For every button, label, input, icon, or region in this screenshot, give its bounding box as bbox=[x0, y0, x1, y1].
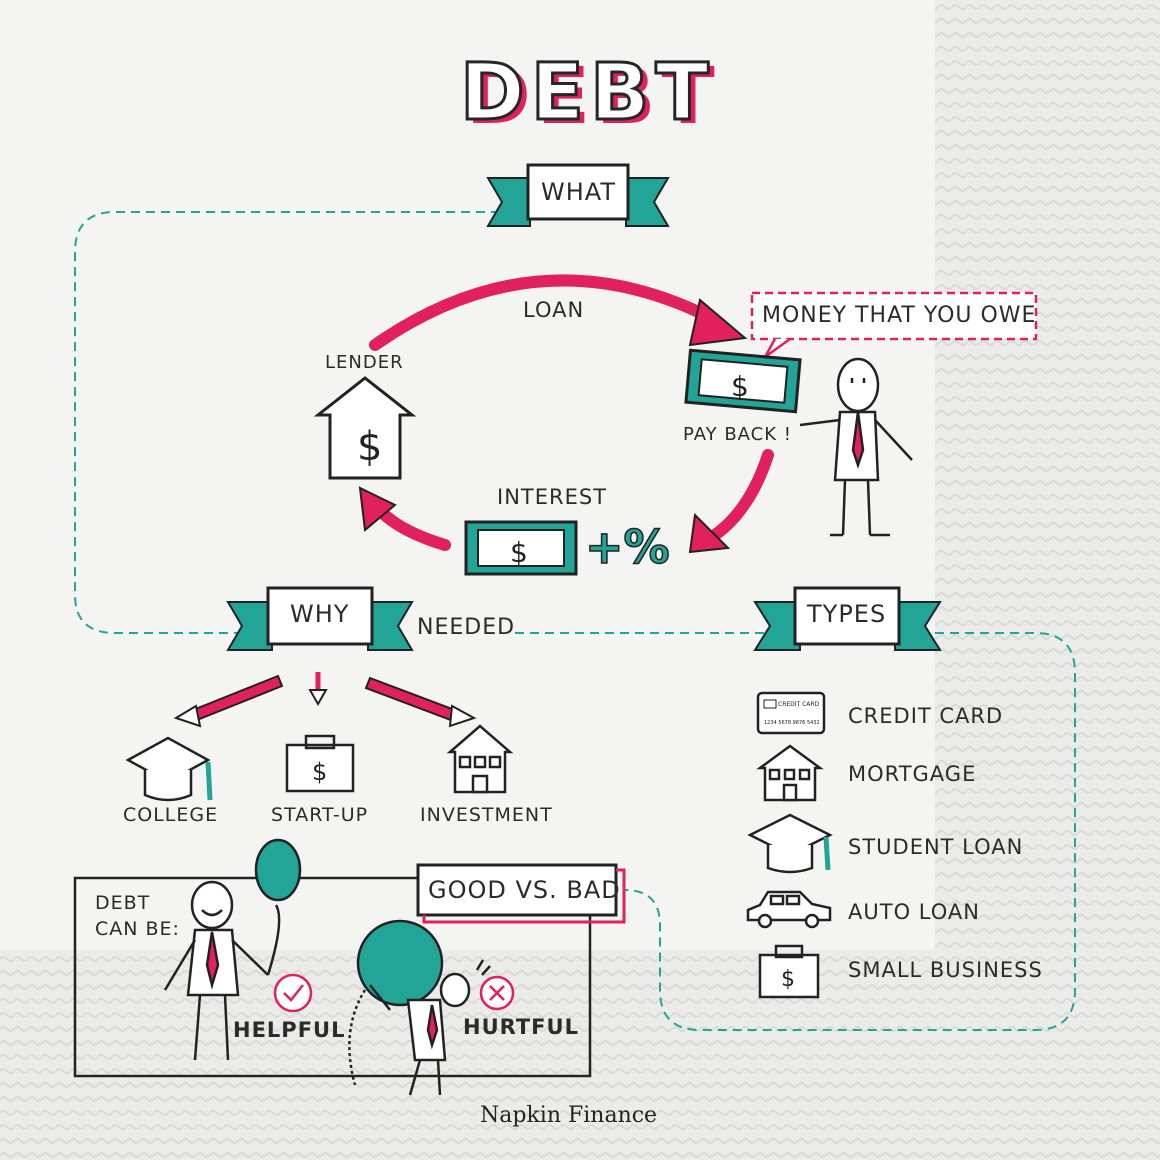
graduation-cap-icon bbox=[125, 736, 213, 802]
interest-bill-icon: $ bbox=[464, 520, 578, 576]
dollar-bill-icon: $ bbox=[684, 348, 802, 414]
why-item-investment: INVESTMENT bbox=[420, 804, 553, 826]
pay-back-label: PAY BACK ! bbox=[683, 424, 792, 445]
borrower-figure bbox=[799, 357, 913, 537]
small-business-briefcase-icon: $ bbox=[758, 944, 820, 999]
svg-text:CREDIT CARD: CREDIT CARD bbox=[778, 701, 820, 708]
what-banner bbox=[486, 163, 670, 227]
car-icon bbox=[746, 890, 832, 929]
money-owe-label: MONEY THAT YOU OWE bbox=[762, 303, 1037, 328]
type-credit-card: CREDIT CARD bbox=[848, 704, 1004, 728]
balloon-icon bbox=[254, 838, 302, 902]
dashed-connector-types bbox=[515, 632, 1076, 1031]
svg-text:$: $ bbox=[510, 536, 528, 569]
check-icon bbox=[273, 973, 313, 1013]
debt-can-be-frame bbox=[73, 876, 592, 1078]
why-item-startup: START-UP bbox=[271, 804, 369, 826]
investment-house-icon bbox=[446, 724, 514, 794]
lender-label: LENDER bbox=[325, 352, 404, 373]
loan-arrow bbox=[369, 274, 721, 351]
why-item-college: COLLEGE bbox=[123, 804, 219, 826]
happy-figure bbox=[163, 880, 281, 1061]
type-mortgage: MORTGAGE bbox=[848, 762, 977, 786]
loan-label: LOAN bbox=[523, 298, 585, 322]
why-label: WHY bbox=[290, 600, 350, 628]
lender-house-icon: $ bbox=[313, 376, 417, 480]
why-banner bbox=[226, 586, 414, 651]
helpful-label: HELPFUL bbox=[233, 1018, 346, 1042]
svg-text:$: $ bbox=[781, 967, 795, 992]
briefcase-icon: $ bbox=[285, 734, 355, 793]
svg-text:$: $ bbox=[357, 424, 382, 470]
debt-can-be-line2: CAN BE: bbox=[95, 918, 180, 940]
mortgage-house-icon bbox=[756, 744, 824, 802]
student-loan-cap-icon bbox=[747, 813, 833, 874]
types-banner bbox=[753, 586, 942, 651]
why-arrows bbox=[173, 672, 477, 728]
type-auto-loan: AUTO LOAN bbox=[848, 900, 980, 924]
dashed-connector-what bbox=[74, 211, 500, 634]
needed-label: NEEDED bbox=[417, 615, 516, 640]
pay-back-arrow bbox=[709, 449, 774, 541]
hurtful-label: HURTFUL bbox=[463, 1015, 579, 1039]
debt-can-be-line1: DEBT bbox=[95, 892, 151, 914]
svg-text:$: $ bbox=[312, 758, 327, 786]
money-owe-box bbox=[750, 291, 1038, 341]
svg-text:$: $ bbox=[731, 370, 749, 403]
svg-text:1234 5678 9876 5432: 1234 5678 9876 5432 bbox=[764, 720, 820, 726]
debt-ball-icon bbox=[356, 919, 444, 1007]
burdened-figure bbox=[348, 919, 491, 1096]
types-label: TYPES bbox=[807, 600, 887, 628]
what-label: WHAT bbox=[541, 178, 616, 206]
good-vs-bad-label: GOOD VS. BAD bbox=[428, 876, 621, 904]
good-vs-bad-box bbox=[416, 863, 618, 917]
credit-card-icon: CREDIT CARD 1234 5678 9876 5432 bbox=[756, 691, 826, 735]
type-student-loan: STUDENT LOAN bbox=[848, 835, 1024, 859]
type-small-business: SMALL BUSINESS bbox=[848, 958, 1043, 982]
footer-brand: Napkin Finance bbox=[480, 1103, 658, 1128]
page-title: DEBT bbox=[459, 47, 715, 140]
interest-label: INTEREST bbox=[497, 485, 608, 509]
plus-percent-label: +% bbox=[584, 519, 670, 575]
